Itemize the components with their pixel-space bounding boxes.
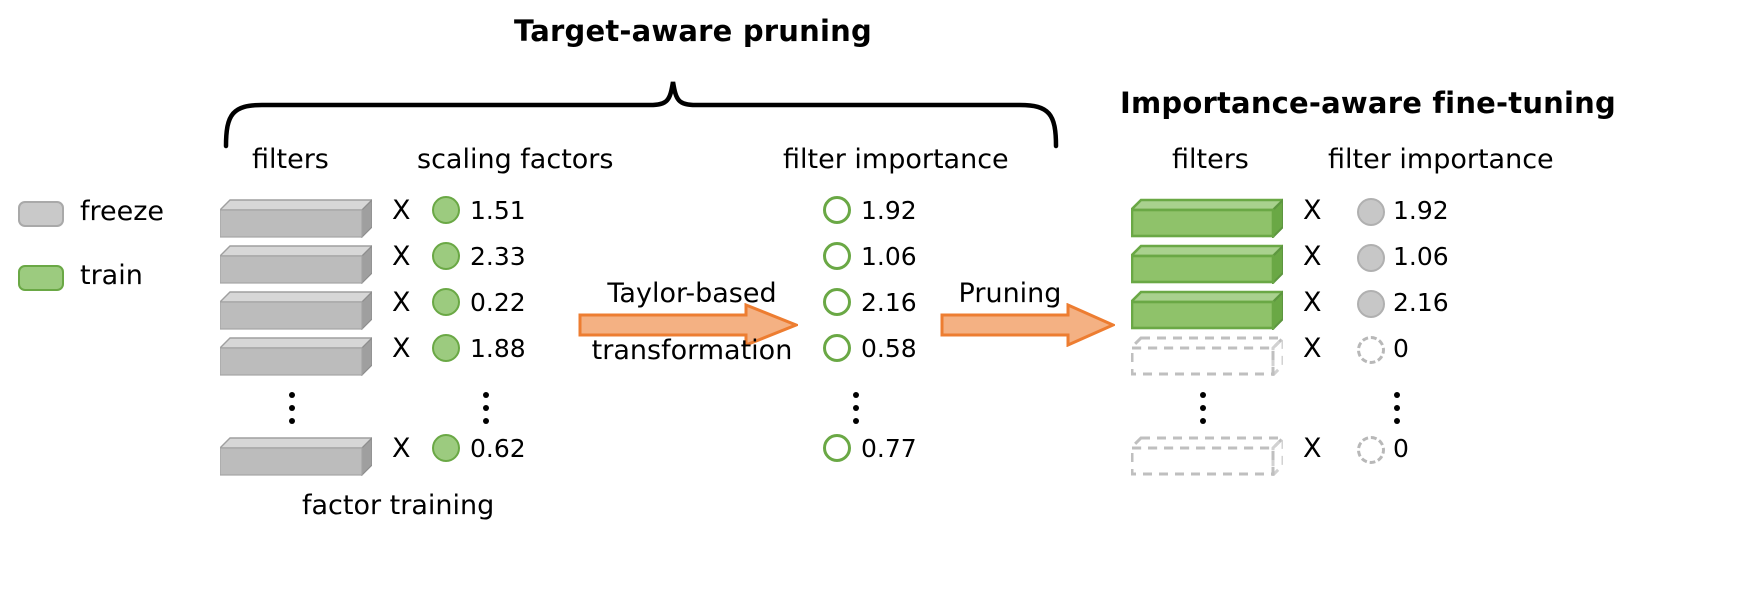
filter-importance-circle: [1357, 244, 1385, 272]
page-title-importance-aware-fine-tuning: Importance-aware fine-tuning: [1120, 86, 1616, 120]
filter-importance-circle-pruned: [1357, 336, 1385, 364]
filter-block-pruned: [1131, 334, 1283, 376]
legend-swatch-freeze: [18, 201, 64, 227]
legend-label-freeze: freeze: [80, 196, 165, 227]
multiply-symbol: X: [392, 333, 411, 364]
filter-importance-circle: [1357, 290, 1385, 318]
filter-block-gray: [220, 334, 372, 376]
multiply-symbol: X: [392, 433, 411, 464]
scaling-factor-circle: [432, 334, 460, 362]
filter-importance-circle: [823, 334, 851, 362]
column-header-filter-importance-right: filter importance: [1328, 144, 1554, 175]
legend-label-train: train: [80, 260, 143, 291]
filter-block-pruned: [1131, 434, 1283, 476]
filter-importance-value: 0: [1393, 434, 1409, 463]
filter-importance-value: 0.58: [861, 334, 917, 363]
filter-block-gray: [220, 242, 372, 284]
scaling-factor-value: 2.33: [470, 242, 526, 271]
scaling-factor-value: 1.51: [470, 196, 526, 225]
scaling-factor-circle: [432, 196, 460, 224]
column-header-filter-importance-mid: filter importance: [783, 144, 1009, 175]
filter-importance-circle: [823, 196, 851, 224]
column-header-filters-left: filters: [252, 144, 329, 175]
multiply-symbol: X: [1303, 433, 1322, 464]
filter-block-gray: [220, 434, 372, 476]
column-header-scaling-factors: scaling factors: [417, 144, 614, 175]
filter-importance-value: 1.06: [1393, 242, 1449, 271]
arrow-label-taylor-line1: Taylor-based: [607, 278, 777, 309]
multiply-symbol: X: [392, 195, 411, 226]
filters-ellipsis: [289, 392, 295, 424]
column-header-filters-right: filters: [1172, 144, 1249, 175]
filter-importance-value: 2.16: [1393, 288, 1449, 317]
page-title-target-aware-pruning: Target-aware pruning: [514, 14, 872, 48]
filter-importance-value: 1.06: [861, 242, 917, 271]
filter-block-gray: [220, 288, 372, 330]
legend-swatch-train: [18, 265, 64, 291]
filters-right-ellipsis: [1200, 392, 1206, 424]
filter-block-green: [1131, 242, 1283, 284]
caption-factor-training: factor training: [302, 490, 495, 521]
filter-importance-ellipsis: [853, 392, 859, 424]
filter-importance-value: 0.77: [861, 434, 917, 463]
filter-importance-value: 2.16: [861, 288, 917, 317]
multiply-symbol: X: [1303, 287, 1322, 318]
multiply-symbol: X: [392, 241, 411, 272]
filter-block-green: [1131, 288, 1283, 330]
filter-importance-circle: [823, 288, 851, 316]
scaling-factor-circle: [432, 288, 460, 316]
scaling-factor-circle: [432, 242, 460, 270]
filter-importance-circle: [823, 434, 851, 462]
filter-block-green: [1131, 196, 1283, 238]
filter-importance-value: 1.92: [1393, 196, 1449, 225]
scaling-factor-value: 0.62: [470, 434, 526, 463]
scaling-factor-value: 1.88: [470, 334, 526, 363]
multiply-symbol: X: [1303, 241, 1322, 272]
scaling-factor-value: 0.22: [470, 288, 526, 317]
taylor-transformation-arrow: [578, 302, 801, 351]
multiply-symbol: X: [1303, 195, 1322, 226]
scaling-factor-circle: [432, 434, 460, 462]
multiply-symbol: X: [1303, 333, 1322, 364]
pruning-arrow: [940, 302, 1117, 351]
filter-importance-circle: [1357, 198, 1385, 226]
arrow-label-pruning: Pruning: [958, 278, 1062, 309]
filter-importance-value: 0: [1393, 334, 1409, 363]
filter-importance-circle: [823, 242, 851, 270]
scaling-factors-ellipsis: [483, 392, 489, 424]
filter-importance-value: 1.92: [861, 196, 917, 225]
filter-importance-right-ellipsis: [1394, 392, 1400, 424]
filter-importance-circle-pruned: [1357, 436, 1385, 464]
arrow-label-taylor-line2: transformation: [591, 335, 793, 366]
filter-block-gray: [220, 196, 372, 238]
multiply-symbol: X: [392, 287, 411, 318]
